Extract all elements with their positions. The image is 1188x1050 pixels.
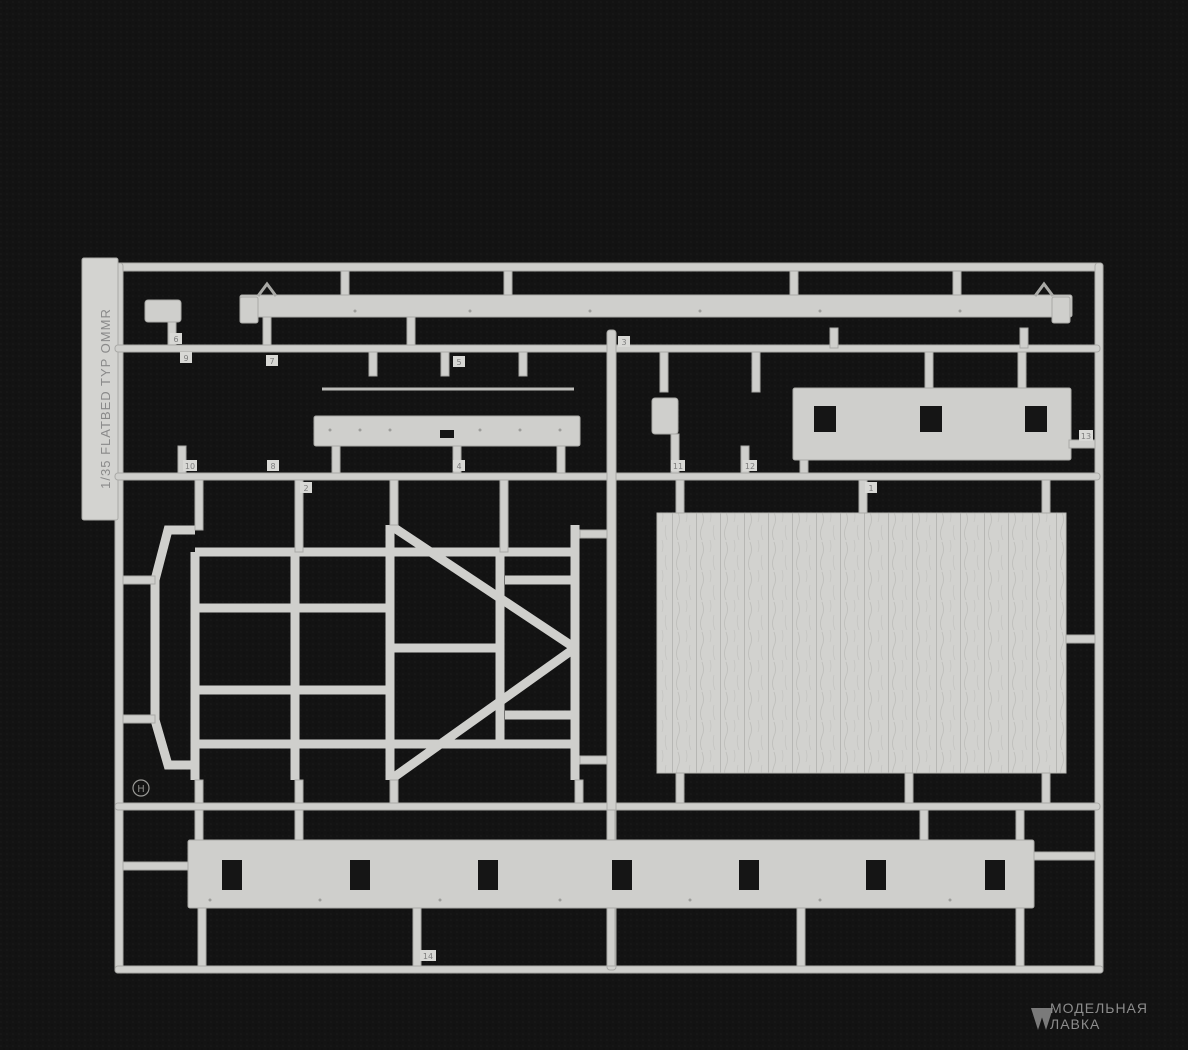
watermark-text: МОДЕЛЬНАЯ ЛАВКА <box>1050 1000 1148 1032</box>
sprue-frame <box>81 257 1104 974</box>
part-6-block <box>144 299 182 323</box>
part-holes <box>222 406 1047 890</box>
svg-text:11: 11 <box>673 462 683 471</box>
part-long-bar <box>239 294 1073 318</box>
wood-deck-panel <box>656 512 1067 774</box>
svg-text:7: 7 <box>269 357 274 366</box>
svg-text:3: 3 <box>621 338 626 347</box>
svg-text:5: 5 <box>456 358 461 367</box>
bar-end-left <box>239 296 259 324</box>
part-11-pad <box>651 397 679 435</box>
rivet-details <box>208 309 962 902</box>
sprue-letter-mark: H <box>137 784 145 795</box>
svg-text:4: 4 <box>456 462 461 471</box>
sprue-rail-top <box>109 262 1104 272</box>
svg-text:6: 6 <box>173 335 178 344</box>
svg-text:8: 8 <box>270 462 275 471</box>
svg-text:9: 9 <box>183 354 188 363</box>
sprue-side-label: 1/35 FLATBED TYP OMMR <box>94 280 116 516</box>
part-number-tags: 3 6 7 9 10 8 5 4 11 12 13 2 1 14 <box>170 333 1093 961</box>
sprue-letter-circle <box>132 779 150 797</box>
sprue-gates <box>122 270 1096 967</box>
sprue-side-label-text: 1/35 FLATBED TYP OMMR <box>97 307 113 489</box>
hook-right <box>1033 281 1055 297</box>
part-14-side-rail <box>187 839 1035 909</box>
svg-text:14: 14 <box>423 952 433 961</box>
sprue-label-tab <box>81 257 119 521</box>
svg-text:10: 10 <box>185 462 195 471</box>
svg-text:1: 1 <box>868 484 873 493</box>
shop-logo-icon <box>1031 1008 1053 1030</box>
watermark: МОДЕЛЬНАЯ ЛАВКА <box>1020 994 1170 1038</box>
svg-text:12: 12 <box>745 462 755 471</box>
watermark-logo-space <box>1020 1004 1044 1028</box>
watermark-line-1: МОДЕЛЬНАЯ <box>1050 1000 1148 1016</box>
hook-left <box>256 281 278 297</box>
sprue-rail-right <box>1094 262 1104 974</box>
watermark-line-2: ЛАВКА <box>1050 1016 1101 1032</box>
bar-end-right <box>1051 296 1071 324</box>
svg-text:13: 13 <box>1081 432 1091 441</box>
chassis-frame-part <box>150 521 580 784</box>
svg-text:2: 2 <box>303 484 308 493</box>
